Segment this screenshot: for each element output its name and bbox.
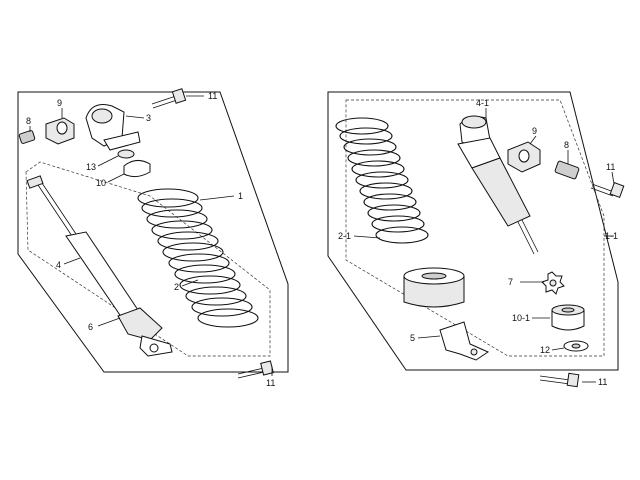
left-upper-bolt <box>151 88 187 109</box>
left-washer <box>117 149 135 159</box>
label-right-10-1: 10-1 <box>512 313 530 323</box>
left-spring-seat <box>123 160 151 178</box>
right-washer <box>563 340 589 352</box>
right-outer-frame <box>327 91 619 371</box>
right-lower-bracket <box>439 321 490 361</box>
right-inner-frame <box>345 99 605 357</box>
label-right-11-bottom: 11 <box>598 377 607 387</box>
right-lower-bolt <box>539 372 580 388</box>
left-shock-absorber <box>26 175 173 357</box>
right-preload-adjuster <box>403 267 465 308</box>
left-leader-lines <box>29 95 273 376</box>
label-left-13: 13 <box>86 162 96 172</box>
label-right-7: 7 <box>508 277 513 287</box>
right-spacer <box>551 304 585 331</box>
right-shock-absorber <box>457 115 539 255</box>
label-right-11-top: 11 <box>606 162 615 172</box>
left-coil-spring <box>137 188 259 328</box>
left-shock-assembly: 9 8 3 11 13 10 1 4 2 6 11 <box>17 88 289 388</box>
label-right-12: 12 <box>540 345 550 355</box>
label-right-8: 8 <box>564 140 569 150</box>
left-outer-frame <box>17 91 289 373</box>
right-star-washer <box>541 271 565 295</box>
left-collar <box>18 130 36 144</box>
label-right-1-1: 1-1 <box>605 231 618 241</box>
label-left-2: 2 <box>174 282 179 292</box>
label-left-11-bottom: 11 <box>266 378 275 388</box>
right-leader-lines <box>353 108 615 383</box>
label-right-4-1: 4-1 <box>476 98 489 108</box>
label-left-4: 4 <box>56 260 61 270</box>
label-left-1: 1 <box>238 191 243 201</box>
right-coil-spring <box>335 117 429 244</box>
label-left-9: 9 <box>57 98 62 108</box>
label-left-11-top: 11 <box>208 91 217 101</box>
label-left-8: 8 <box>26 116 31 126</box>
left-upper-mount <box>85 104 141 151</box>
right-upper-bolt <box>590 182 625 198</box>
left-inner-frame <box>25 161 271 357</box>
label-left-10: 10 <box>96 178 106 188</box>
right-shock-assembly: 4-1 9 8 11 2-1 1-1 7 10-1 5 12 11 <box>327 91 625 388</box>
label-right-9: 9 <box>532 126 537 136</box>
label-right-2-1: 2-1 <box>338 231 351 241</box>
label-right-5: 5 <box>410 333 415 343</box>
left-lower-bolt <box>237 360 274 379</box>
label-left-3: 3 <box>146 113 151 123</box>
label-left-6: 6 <box>88 322 93 332</box>
right-collar <box>554 160 580 180</box>
